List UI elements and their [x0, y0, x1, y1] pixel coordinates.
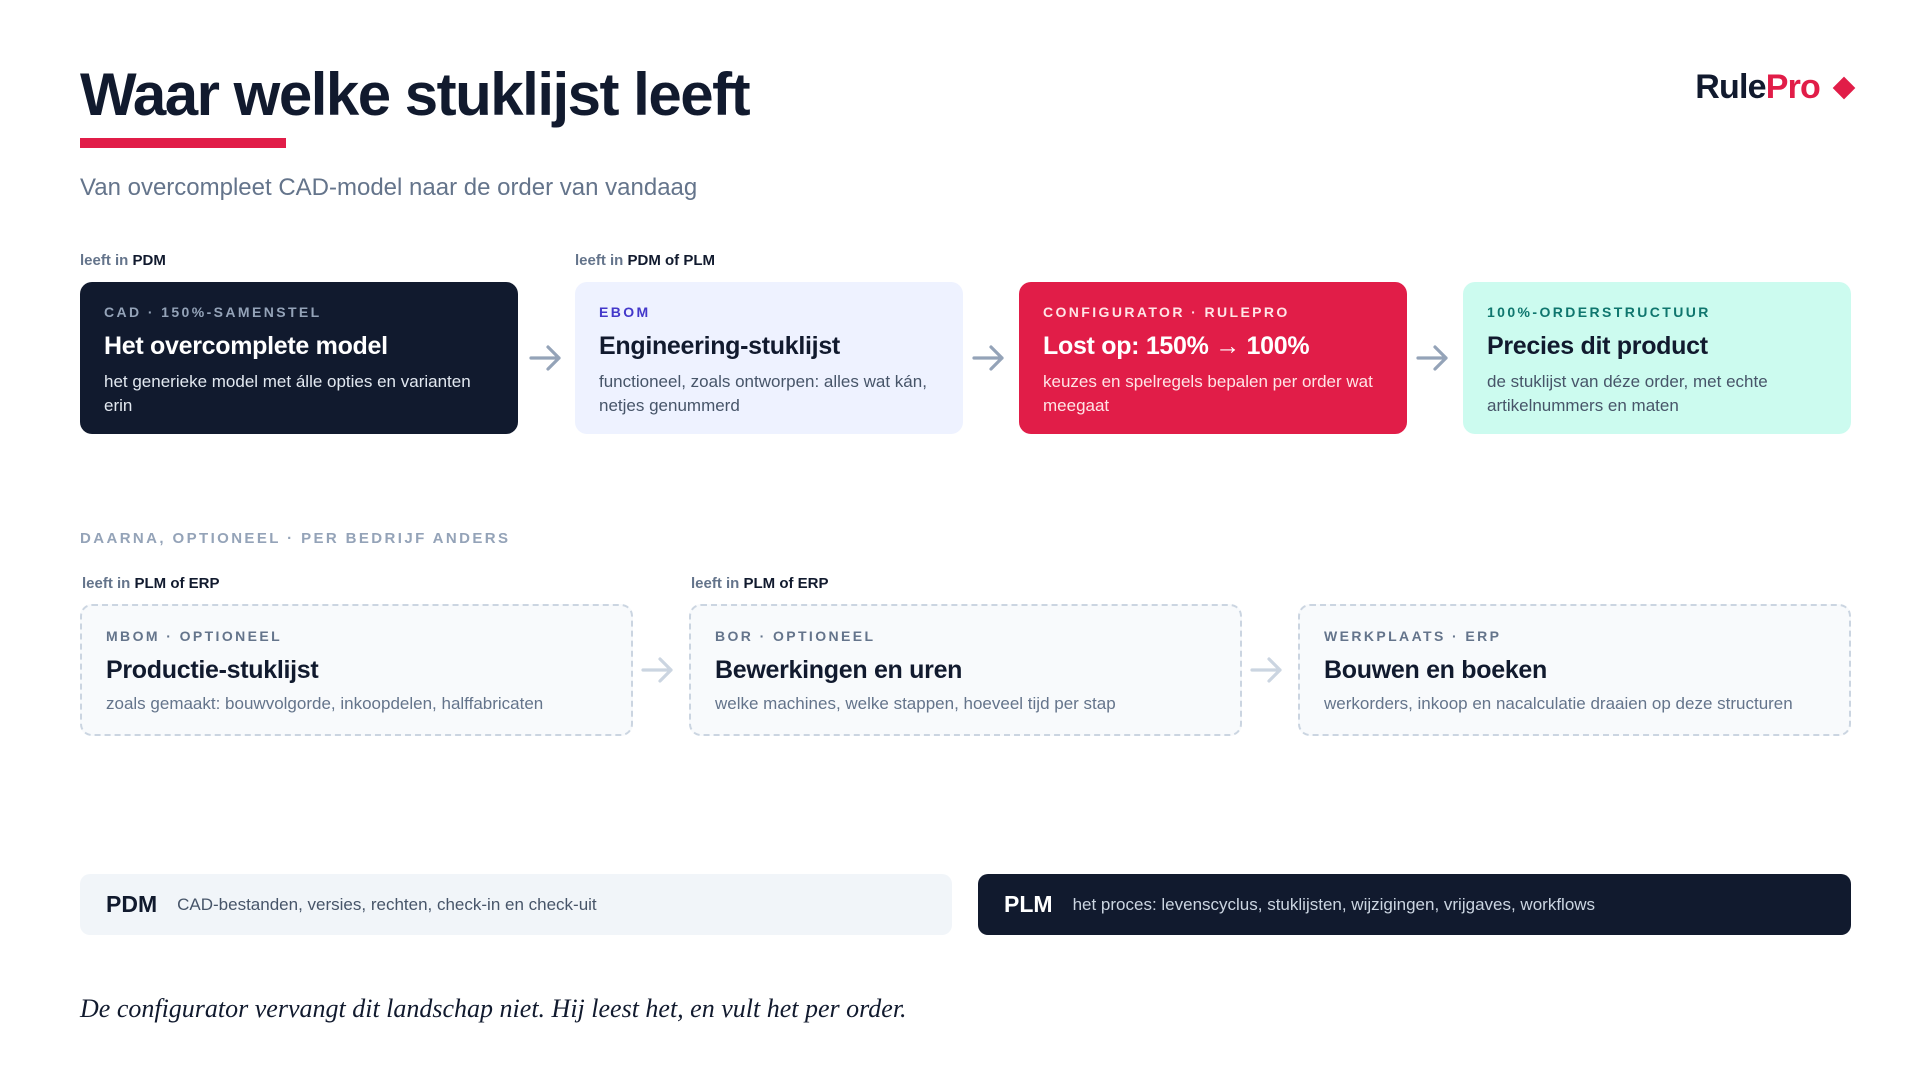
card-eyebrow: BOR · OPTIONEEL — [715, 628, 876, 644]
card-eyebrow: EBOM — [599, 304, 651, 320]
card-title: Precies dit product — [1487, 332, 1708, 360]
legend-description: CAD-bestanden, versies, rechten, check-i… — [177, 894, 597, 914]
arrow-right-icon — [529, 343, 563, 373]
card-description: functioneel, zoals ontworpen: alles wat … — [599, 372, 927, 415]
location-label-pdm: leeft in PDM — [80, 252, 166, 269]
location-prefix: leeft in — [80, 252, 133, 269]
card-eyebrow: CAD · 150%-SAMENSTEL — [104, 304, 322, 320]
location-system: PDM of PLM — [627, 252, 716, 269]
card-title: Productie-stuklijst — [106, 656, 319, 684]
arrow-right-icon — [641, 655, 675, 685]
card-title: Bouwen en boeken — [1324, 656, 1548, 684]
page-title: Waar welke stuklijst leeft — [80, 61, 751, 128]
location-prefix: leeft in — [691, 575, 744, 592]
logo-text-pro: Pro — [1765, 68, 1821, 106]
title-underline — [80, 138, 286, 148]
card-eyebrow: CONFIGURATOR · RULEPRO — [1043, 304, 1290, 320]
card-bor: BOR · OPTIONEEL Bewerkingen en uren welk… — [689, 604, 1242, 736]
diamond-icon — [1832, 76, 1856, 99]
card-eyebrow: WERKPLAATS · ERP — [1324, 628, 1502, 644]
logo-text-rule: Rule — [1695, 68, 1766, 106]
card-eyebrow: MBOM · OPTIONEEL — [106, 628, 283, 644]
card-description: keuzes en spelregels bepalen per order w… — [1043, 372, 1373, 415]
legend-pdm: PDM CAD-bestanden, versies, rechten, che… — [80, 874, 952, 935]
card-title: Bewerkingen en uren — [715, 656, 963, 684]
location-label-pdm-plm: leeft in PDM of PLM — [575, 252, 715, 269]
card-title: Het overcomplete model — [104, 332, 388, 360]
page-subtitle: Van overcompleet CAD-model naar de order… — [80, 174, 698, 201]
legend-plm: PLM het proces: levenscyclus, stuklijste… — [978, 874, 1851, 935]
card-title: Lost op: 150% → 100% — [1043, 332, 1310, 360]
location-prefix: leeft in — [82, 575, 135, 592]
location-label-plm-erp: leeft in PLM of ERP — [82, 575, 220, 592]
card-ebom: EBOM Engineering-stuklijst functioneel, … — [575, 282, 963, 434]
card-eyebrow: 100%-ORDERSTRUCTUUR — [1487, 304, 1711, 320]
footer-statement: De configurator vervangt dit landschap n… — [80, 994, 907, 1023]
card-title: Engineering-stuklijst — [599, 332, 840, 360]
location-system: PDM — [132, 252, 166, 269]
logo-wordmark: RulePro — [1695, 68, 1821, 107]
card-cad-model: CAD · 150%-SAMENSTEL Het overcomplete mo… — [80, 282, 518, 434]
card-description: werkorders, inkoop en nacalculatie draai… — [1324, 694, 1793, 713]
location-system: PLM of ERP — [134, 575, 220, 592]
location-prefix: leeft in — [575, 252, 628, 269]
legend-name: PDM — [106, 891, 158, 917]
legend-name: PLM — [1004, 891, 1053, 917]
card-description: zoals gemaakt: bouwvolgorde, inkoopdelen… — [106, 694, 544, 713]
arrow-right-icon — [1416, 343, 1450, 373]
card-description: de stuklijst van déze order, met echte a… — [1487, 372, 1768, 415]
arrow-right-icon — [972, 343, 1006, 373]
legend-description: het proces: levenscyclus, stuklijsten, w… — [1072, 894, 1596, 914]
card-configurator: CONFIGURATOR · RULEPRO Lost op: 150% → 1… — [1019, 282, 1407, 434]
card-description: het generieke model met álle opties en v… — [104, 372, 471, 415]
card-order-structure: 100%-ORDERSTRUCTUUR Precies dit product … — [1463, 282, 1851, 434]
section-label-optional: DAARNA, OPTIONEEL · PER BEDRIJF ANDERS — [80, 530, 511, 547]
card-description: welke machines, welke stappen, hoeveel t… — [715, 694, 1116, 713]
location-label-plm-erp: leeft in PLM of ERP — [691, 575, 829, 592]
arrow-right-icon — [1250, 655, 1284, 685]
rulepro-logo: RulePro — [1695, 68, 1856, 107]
card-werkplaats: WERKPLAATS · ERP Bouwen en boeken werkor… — [1298, 604, 1851, 736]
card-mbom: MBOM · OPTIONEEL Productie-stuklijst zoa… — [80, 604, 633, 736]
location-system: PLM of ERP — [743, 575, 829, 592]
